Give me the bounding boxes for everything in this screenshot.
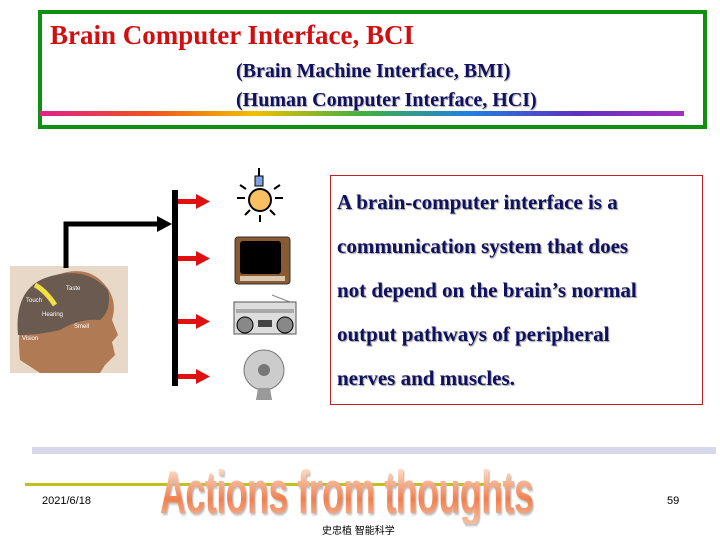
subtitle-hci: (Human Computer Interface, HCI) — [236, 89, 537, 111]
footer-line — [25, 483, 501, 486]
head-brain-image: Taste Touch Hearing Smell Vision — [10, 266, 128, 373]
footer-author: 史忠植 智能科学 — [322, 526, 395, 537]
definition-line: communication system that does — [337, 234, 629, 258]
output-arrows — [178, 194, 210, 384]
definition-line: nerves and muscles. — [337, 366, 515, 390]
arrow-light — [178, 194, 210, 209]
slide-title: Brain Computer Interface, BCI — [50, 20, 414, 50]
definition-textbox: A brain-computer interface is a communic… — [330, 175, 703, 405]
signal-line — [63, 221, 160, 268]
wordart-actions-from-thoughts: Actions from thoughts — [160, 459, 534, 526]
brain-label-vision: Vision — [22, 336, 38, 342]
brain-label-hearing: Hearing — [42, 312, 63, 318]
definition-line: output pathways of peripheral — [337, 322, 610, 346]
definition-line: not depend on the brain’s normal — [337, 278, 637, 302]
television-icon — [234, 236, 291, 285]
radio-icon — [233, 294, 297, 335]
brain-label-smell: Smell — [74, 324, 89, 330]
distribution-bar — [172, 190, 178, 386]
title-frame — [38, 10, 707, 129]
bci-diagram: Taste Touch Hearing Smell Vision — [10, 168, 297, 400]
brain-label-taste: Taste — [66, 286, 81, 292]
arrow-fan — [178, 369, 210, 384]
footer-band — [32, 447, 716, 454]
rainbow-divider — [40, 111, 684, 116]
arrow-tv — [178, 251, 210, 266]
fan-icon — [243, 349, 285, 400]
footer-date: 2021/6/18 — [42, 495, 91, 507]
arrow-radio — [178, 314, 210, 329]
page-number: 59 — [667, 495, 680, 507]
brain-label-touch: Touch — [26, 298, 42, 304]
definition-line: A brain-computer interface is a — [337, 190, 618, 214]
subtitle-bmi: (Brain Machine Interface, BMI) — [236, 60, 511, 82]
signal-arrowhead — [157, 216, 172, 232]
lightbulb-icon — [237, 168, 283, 222]
